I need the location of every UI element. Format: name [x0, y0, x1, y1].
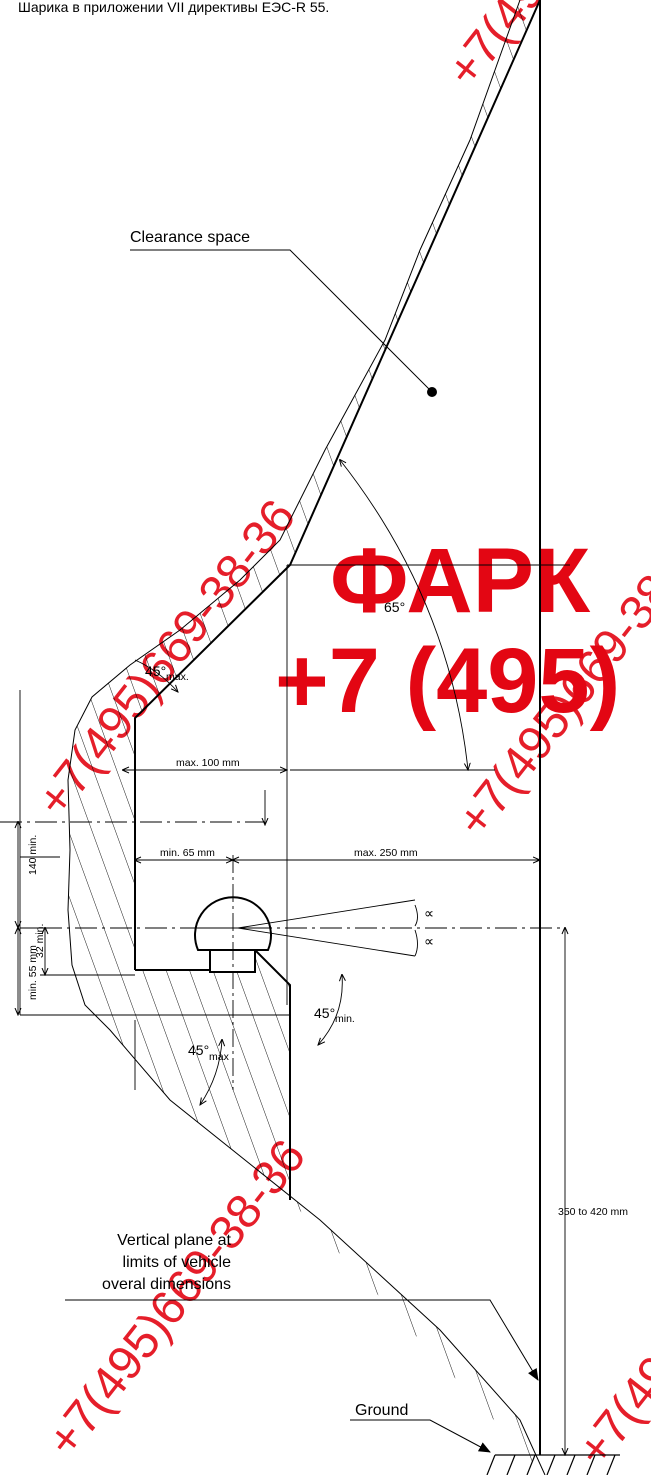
- header-caption: Шарика в приложении VII директивы ЕЭС-R …: [18, 0, 329, 15]
- label-140-min: 140 min.: [27, 835, 39, 875]
- label-vertical-plane-1: Vertical plane at: [117, 1232, 231, 1249]
- label-angle-45-top-sub: max.: [166, 671, 189, 683]
- label-max-250: max. 250 mm: [354, 847, 418, 859]
- clearance-point: [427, 387, 437, 397]
- dimension-lines: [18, 460, 565, 1455]
- label-max-100: max. 100 mm: [176, 757, 240, 769]
- label-vertical-plane-2: limits of vehicle: [123, 1254, 232, 1271]
- label-height-range: 350 to 420 mm: [558, 1206, 628, 1218]
- label-32-min: 32 min.: [34, 924, 46, 958]
- label-angle-45-bottom: 45°: [188, 1042, 209, 1058]
- ground-hatch: [486, 1454, 620, 1475]
- label-angle-45-min-sub: min.: [335, 1013, 355, 1025]
- watermark-brand: ФАРК: [330, 530, 591, 632]
- label-alpha-1: ∝: [424, 905, 434, 921]
- label-angle-45-top: 45°: [145, 663, 166, 679]
- label-clearance-space: Clearance space: [130, 229, 250, 246]
- label-angle-45-min: 45°: [314, 1005, 335, 1021]
- label-min-55: min. 55 mm: [27, 945, 39, 1000]
- auxiliary-lines: [0, 564, 570, 1090]
- watermark-diagonal-4: +7(495)669-38-36: [437, 0, 651, 97]
- label-angle-45-bottom-sub: max: [209, 1051, 230, 1063]
- label-angle-65: 65°: [384, 599, 405, 615]
- label-vertical-plane-3: overal dimensions: [102, 1276, 231, 1293]
- label-alpha-2: ∝: [424, 933, 434, 949]
- leader-lines: [65, 249, 539, 1453]
- label-min-65: min. 65 mm: [160, 847, 215, 859]
- label-ground: Ground: [355, 1402, 408, 1419]
- watermark-diagonal-5: +7(495)669-38-36: [567, 1140, 651, 1475]
